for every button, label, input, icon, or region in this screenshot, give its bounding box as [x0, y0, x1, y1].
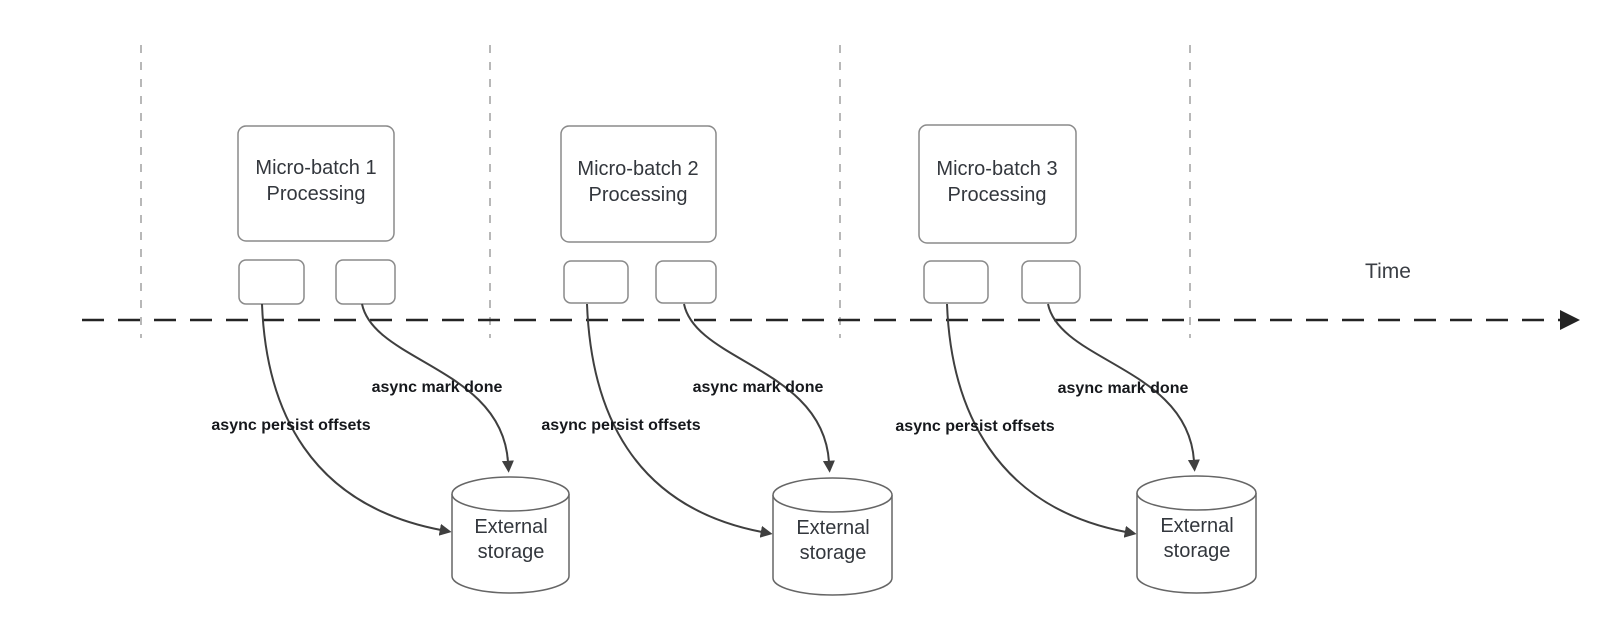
persist-offsets-label-2: async persist offsets: [541, 417, 701, 434]
storage-label-1-line2: storage: [477, 541, 545, 563]
micro-batch-title-3-line2: Processing: [947, 184, 1047, 206]
storage-label-2: External storage: [796, 516, 869, 566]
storage-label-1: External storage: [474, 515, 547, 565]
storage-cylinder-1: [451, 476, 570, 594]
micro-batch-box-1: [237, 125, 395, 242]
micro-batch-title-2-line2: Processing: [588, 184, 688, 206]
micro-batch-title-3-line1: Micro-batch 3: [936, 158, 1058, 180]
persist-offsets-arrow-1: [261, 303, 452, 536]
persist-offsets-arrow-3: [946, 303, 1137, 538]
storage-label-2-line1: External: [796, 517, 870, 539]
offset-chip-3b: [1021, 260, 1081, 304]
offset-chip-3a: [923, 260, 989, 304]
micro-batch-title-2-line1: Micro-batch 2: [577, 158, 699, 180]
persist-offsets-arrow-2: [586, 303, 773, 538]
micro-batch-title-1: Micro-batch 1 Processing: [255, 155, 376, 207]
storage-label-3-line1: External: [1160, 515, 1234, 537]
storage-label-3: External storage: [1160, 514, 1233, 564]
micro-batch-box-2: [560, 125, 717, 243]
persist-offsets-label-3: async persist offsets: [895, 418, 1055, 435]
storage-label-2-line2: storage: [799, 542, 867, 564]
offset-chip-1a: [238, 259, 305, 305]
time-axis-label: Time: [1365, 260, 1411, 283]
micro-batch-title-2: Micro-batch 2 Processing: [577, 156, 698, 208]
micro-batch-title-1-line1: Micro-batch 1: [255, 157, 377, 179]
offset-chip-1b: [335, 259, 396, 305]
micro-batch-box-3: [918, 124, 1077, 244]
micro-batch-title-3: Micro-batch 3 Processing: [936, 156, 1057, 208]
mark-done-label-3: async mark done: [1057, 380, 1189, 397]
offset-chip-2a: [563, 260, 629, 304]
offset-chip-2b: [655, 260, 717, 304]
storage-label-1-line1: External: [474, 516, 548, 538]
mark-done-label-1: async mark done: [371, 379, 503, 396]
persist-offsets-label-1: async persist offsets: [211, 417, 371, 434]
micro-batch-title-1-line2: Processing: [266, 183, 366, 205]
storage-label-3-line2: storage: [1163, 540, 1231, 562]
mark-done-arrow-3: [1047, 303, 1200, 472]
storage-cylinder-3: [1136, 475, 1257, 594]
storage-cylinder-2: [772, 477, 893, 596]
mark-done-arrow-1: [361, 303, 514, 473]
mark-done-arrow-2: [683, 303, 835, 473]
mark-done-label-2: async mark done: [692, 379, 824, 396]
